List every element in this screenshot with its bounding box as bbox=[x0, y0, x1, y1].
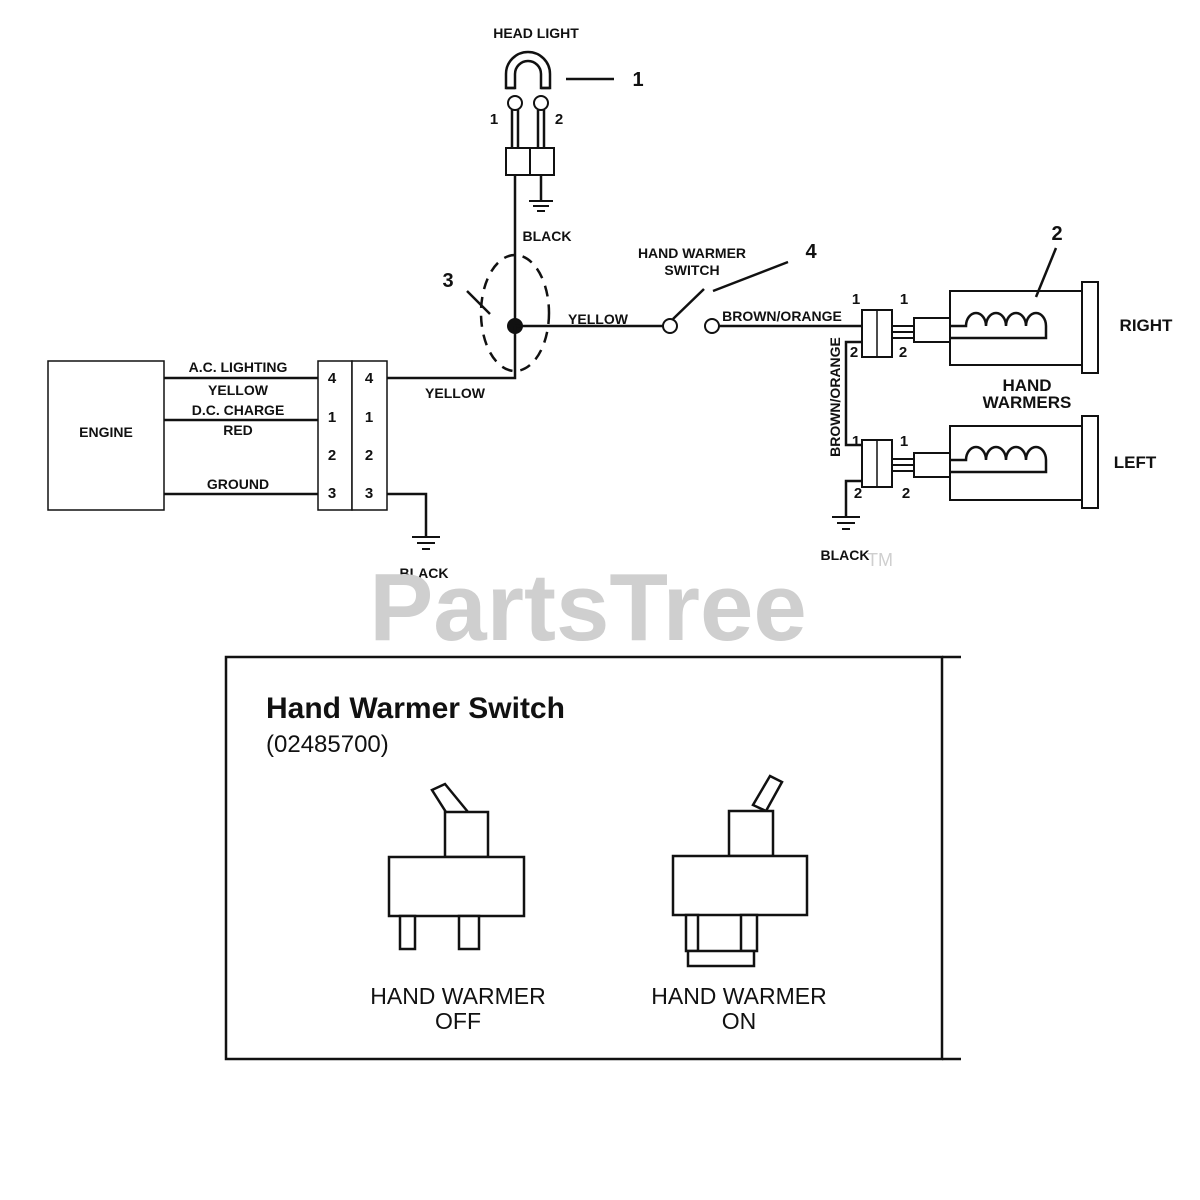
left-warmer-coil-icon bbox=[950, 445, 1048, 474]
switch-label-line2: SWITCH bbox=[664, 262, 719, 278]
headlight-bulb-icon bbox=[504, 50, 552, 90]
left-warmer-label: LEFT bbox=[1114, 453, 1157, 472]
connector-left-pin: 4 bbox=[328, 370, 337, 387]
switch-inset-panel: Hand Warmer Switch (02485700) HAND WARME… bbox=[224, 655, 961, 1061]
switch-on-icon bbox=[671, 774, 809, 968]
headlight-ground-label: BLACK bbox=[523, 228, 572, 244]
callout-1: 1 bbox=[632, 69, 643, 91]
headlight-pin-1: 1 bbox=[490, 111, 498, 128]
connector-left-pin: 2 bbox=[328, 447, 336, 464]
right-warmer-pin: 1 bbox=[900, 291, 908, 308]
left-warmer-pin: 1 bbox=[900, 433, 908, 450]
warmer-ground-label: BLACK bbox=[821, 547, 870, 563]
headlight: HEAD LIGHT 1 2 BLACK bbox=[490, 25, 579, 325]
hand-warmers-label-line1: HAND bbox=[1002, 376, 1051, 395]
wire-label-yellow-connector: YELLOW bbox=[425, 385, 486, 401]
engine-connector-right bbox=[351, 360, 388, 511]
headlight-ground-icon bbox=[529, 200, 553, 212]
right-warmer-grip bbox=[1081, 281, 1099, 374]
switch-on-caption-line2: ON bbox=[722, 1008, 757, 1034]
headlight-title: HEAD LIGHT bbox=[493, 25, 579, 41]
headlight-connector-left bbox=[505, 147, 531, 176]
engine-label: ENGINE bbox=[79, 424, 133, 440]
connector-left-pin: 3 bbox=[328, 485, 336, 502]
warmer-ground-icon bbox=[832, 516, 860, 530]
left-warmer-body bbox=[949, 425, 1083, 501]
left-warmer-pin: 2 bbox=[854, 485, 862, 502]
engine-line-1-top: A.C. LIGHTING bbox=[189, 359, 288, 375]
inset-part-number: (02485700) bbox=[266, 731, 389, 758]
engine-ground-label: BLACK bbox=[400, 565, 449, 581]
engine-line-3-top: GROUND bbox=[207, 476, 269, 492]
left-warmer-grip bbox=[1081, 415, 1099, 509]
splice-highlight bbox=[479, 253, 551, 373]
switch-off-caption-line1: HAND WARMER bbox=[370, 983, 545, 1009]
left-warmer-pin: 1 bbox=[852, 433, 860, 450]
engine-ground-icon bbox=[412, 536, 440, 550]
left-warmer-pin: 2 bbox=[902, 485, 910, 502]
right-warmer-pin: 1 bbox=[852, 291, 860, 308]
callout-3: 3 bbox=[442, 270, 453, 292]
engine-connector-left bbox=[317, 360, 353, 511]
hand-warmer-switch-symbol: HAND WARMER SWITCH bbox=[638, 245, 746, 334]
headlight-pin-2: 2 bbox=[555, 111, 563, 128]
engine-box bbox=[47, 360, 165, 511]
watermark-tm: TM bbox=[867, 550, 893, 570]
wire-label-yellow-switch: YELLOW bbox=[568, 311, 629, 327]
switch-on-caption-line1: HAND WARMER bbox=[651, 983, 826, 1009]
headlight-terminal-2 bbox=[533, 95, 549, 111]
right-warmer-label: RIGHT bbox=[1120, 316, 1174, 335]
engine-line-2-bottom: RED bbox=[223, 422, 253, 438]
engine-line-1-bottom: YELLOW bbox=[208, 382, 269, 398]
wire-label-brown-orange: BROWN/ORANGE bbox=[722, 308, 842, 324]
connector-right-pin: 3 bbox=[365, 485, 373, 502]
right-warmer-coil-icon bbox=[950, 311, 1048, 340]
switch-label-line1: HAND WARMER bbox=[638, 245, 746, 261]
headlight-connector-right bbox=[529, 147, 555, 176]
switch-off-caption-line2: OFF bbox=[435, 1008, 481, 1034]
right-warmer-pin: 2 bbox=[899, 344, 907, 361]
connector-right-pin: 4 bbox=[365, 370, 374, 387]
watermark-logo: PartsTree bbox=[369, 554, 807, 661]
connector-left-pin: 1 bbox=[328, 409, 336, 426]
connector-right-pin: 1 bbox=[365, 409, 373, 426]
wire-label-jumper: BROWN/ORANGE bbox=[827, 337, 843, 457]
right-warmer-body bbox=[949, 290, 1083, 366]
headlight-terminal-1 bbox=[507, 95, 523, 111]
right-warmer-pin: 2 bbox=[850, 344, 858, 361]
connector-right-pin: 2 bbox=[365, 447, 373, 464]
inset-title: Hand Warmer Switch bbox=[266, 692, 565, 725]
hand-warmers-label-line2: WARMERS bbox=[983, 393, 1072, 412]
callout-4: 4 bbox=[805, 241, 817, 263]
callout-2: 2 bbox=[1051, 223, 1062, 245]
switch-off-icon bbox=[387, 782, 526, 951]
engine-line-2-top: D.C. CHARGE bbox=[192, 402, 285, 418]
